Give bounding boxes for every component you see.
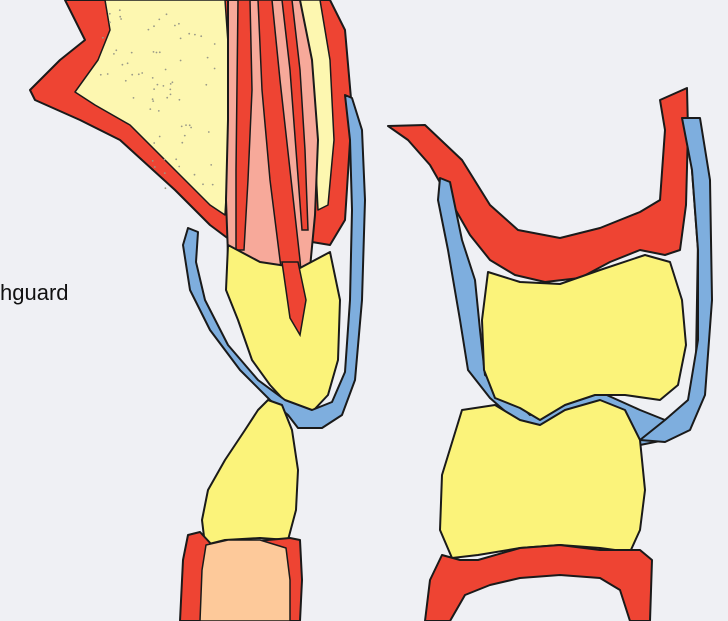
bone-speckle bbox=[158, 110, 160, 112]
bone-speckle bbox=[165, 187, 167, 189]
bone-speckle bbox=[172, 81, 174, 83]
bone-speckle bbox=[113, 53, 115, 55]
bone-speckle bbox=[107, 73, 109, 75]
bone-speckle bbox=[184, 135, 186, 137]
bone-speckle bbox=[141, 72, 143, 74]
bone-speckle bbox=[207, 57, 209, 59]
bone-speckle bbox=[153, 25, 155, 27]
bone-speckle bbox=[194, 34, 196, 36]
bone-speckle bbox=[202, 183, 204, 185]
bone-speckle bbox=[178, 166, 180, 168]
bone-speckle bbox=[109, 13, 111, 15]
bone-speckle bbox=[159, 136, 161, 138]
lower-root bbox=[200, 540, 290, 621]
bone-speckle bbox=[120, 18, 122, 20]
bone-speckle bbox=[119, 9, 121, 11]
bone-speckle bbox=[170, 83, 172, 85]
bone-speckle bbox=[138, 73, 140, 75]
front-lower-crown bbox=[440, 400, 645, 558]
bone-speckle bbox=[164, 172, 166, 174]
bone-speckle bbox=[208, 131, 210, 133]
bone-speckle bbox=[165, 69, 167, 71]
bone-speckle bbox=[125, 80, 127, 82]
bone-speckle bbox=[119, 16, 121, 18]
bone-speckle bbox=[153, 88, 155, 90]
bone-speckle bbox=[212, 184, 214, 186]
bone-speckle bbox=[194, 174, 196, 176]
bone-speckle bbox=[152, 98, 154, 100]
bone-speckle bbox=[178, 23, 180, 25]
bone-speckle bbox=[200, 35, 202, 37]
lower-crown bbox=[202, 400, 298, 545]
bone-speckle bbox=[152, 77, 154, 79]
bone-speckle bbox=[133, 97, 135, 99]
bone-speckle bbox=[115, 49, 117, 51]
bone-speckle bbox=[153, 51, 155, 53]
bone-speckle bbox=[154, 166, 156, 168]
bone-speckle bbox=[181, 142, 183, 144]
bone-speckle bbox=[157, 84, 159, 86]
bone-speckle bbox=[148, 29, 150, 31]
bone-speckle bbox=[210, 164, 212, 166]
bone-speckle bbox=[166, 13, 168, 15]
bone-speckle bbox=[175, 158, 177, 160]
bone-speckle bbox=[180, 60, 182, 62]
mouthguard-label: hguard bbox=[0, 280, 69, 306]
bone-speckle bbox=[100, 74, 102, 76]
front-upper-gum bbox=[388, 88, 688, 282]
bone-speckle bbox=[163, 85, 165, 87]
bone-speckle bbox=[152, 100, 154, 102]
bone-speckle bbox=[164, 159, 166, 161]
bone-speckle bbox=[181, 126, 183, 128]
bone-speckle bbox=[159, 51, 161, 53]
bone-speckle bbox=[180, 38, 182, 40]
bone-speckle bbox=[214, 43, 216, 45]
bone-speckle bbox=[185, 124, 187, 126]
bone-speckle bbox=[170, 94, 172, 96]
bone-speckle bbox=[156, 52, 158, 54]
bone-speckle bbox=[122, 64, 124, 66]
front-upper-crown bbox=[482, 255, 686, 420]
bone-speckle bbox=[174, 25, 176, 27]
bone-speckle bbox=[153, 142, 155, 144]
bone-speckle bbox=[131, 52, 133, 54]
bone-speckle bbox=[166, 97, 168, 99]
bone-speckle bbox=[179, 99, 181, 101]
bone-speckle bbox=[109, 21, 111, 23]
bone-speckle bbox=[214, 68, 216, 70]
bone-speckle bbox=[152, 160, 154, 162]
bone-speckle bbox=[127, 62, 129, 64]
bone-speckle bbox=[190, 127, 192, 129]
bone-speckle bbox=[189, 124, 191, 126]
bone-speckle bbox=[205, 84, 207, 86]
bone-speckle bbox=[131, 74, 133, 76]
bone-speckle bbox=[169, 89, 171, 91]
bone-speckle bbox=[188, 33, 190, 35]
bone-speckle bbox=[149, 108, 151, 110]
bone-speckle bbox=[158, 19, 160, 21]
bone-speckle bbox=[102, 37, 104, 39]
